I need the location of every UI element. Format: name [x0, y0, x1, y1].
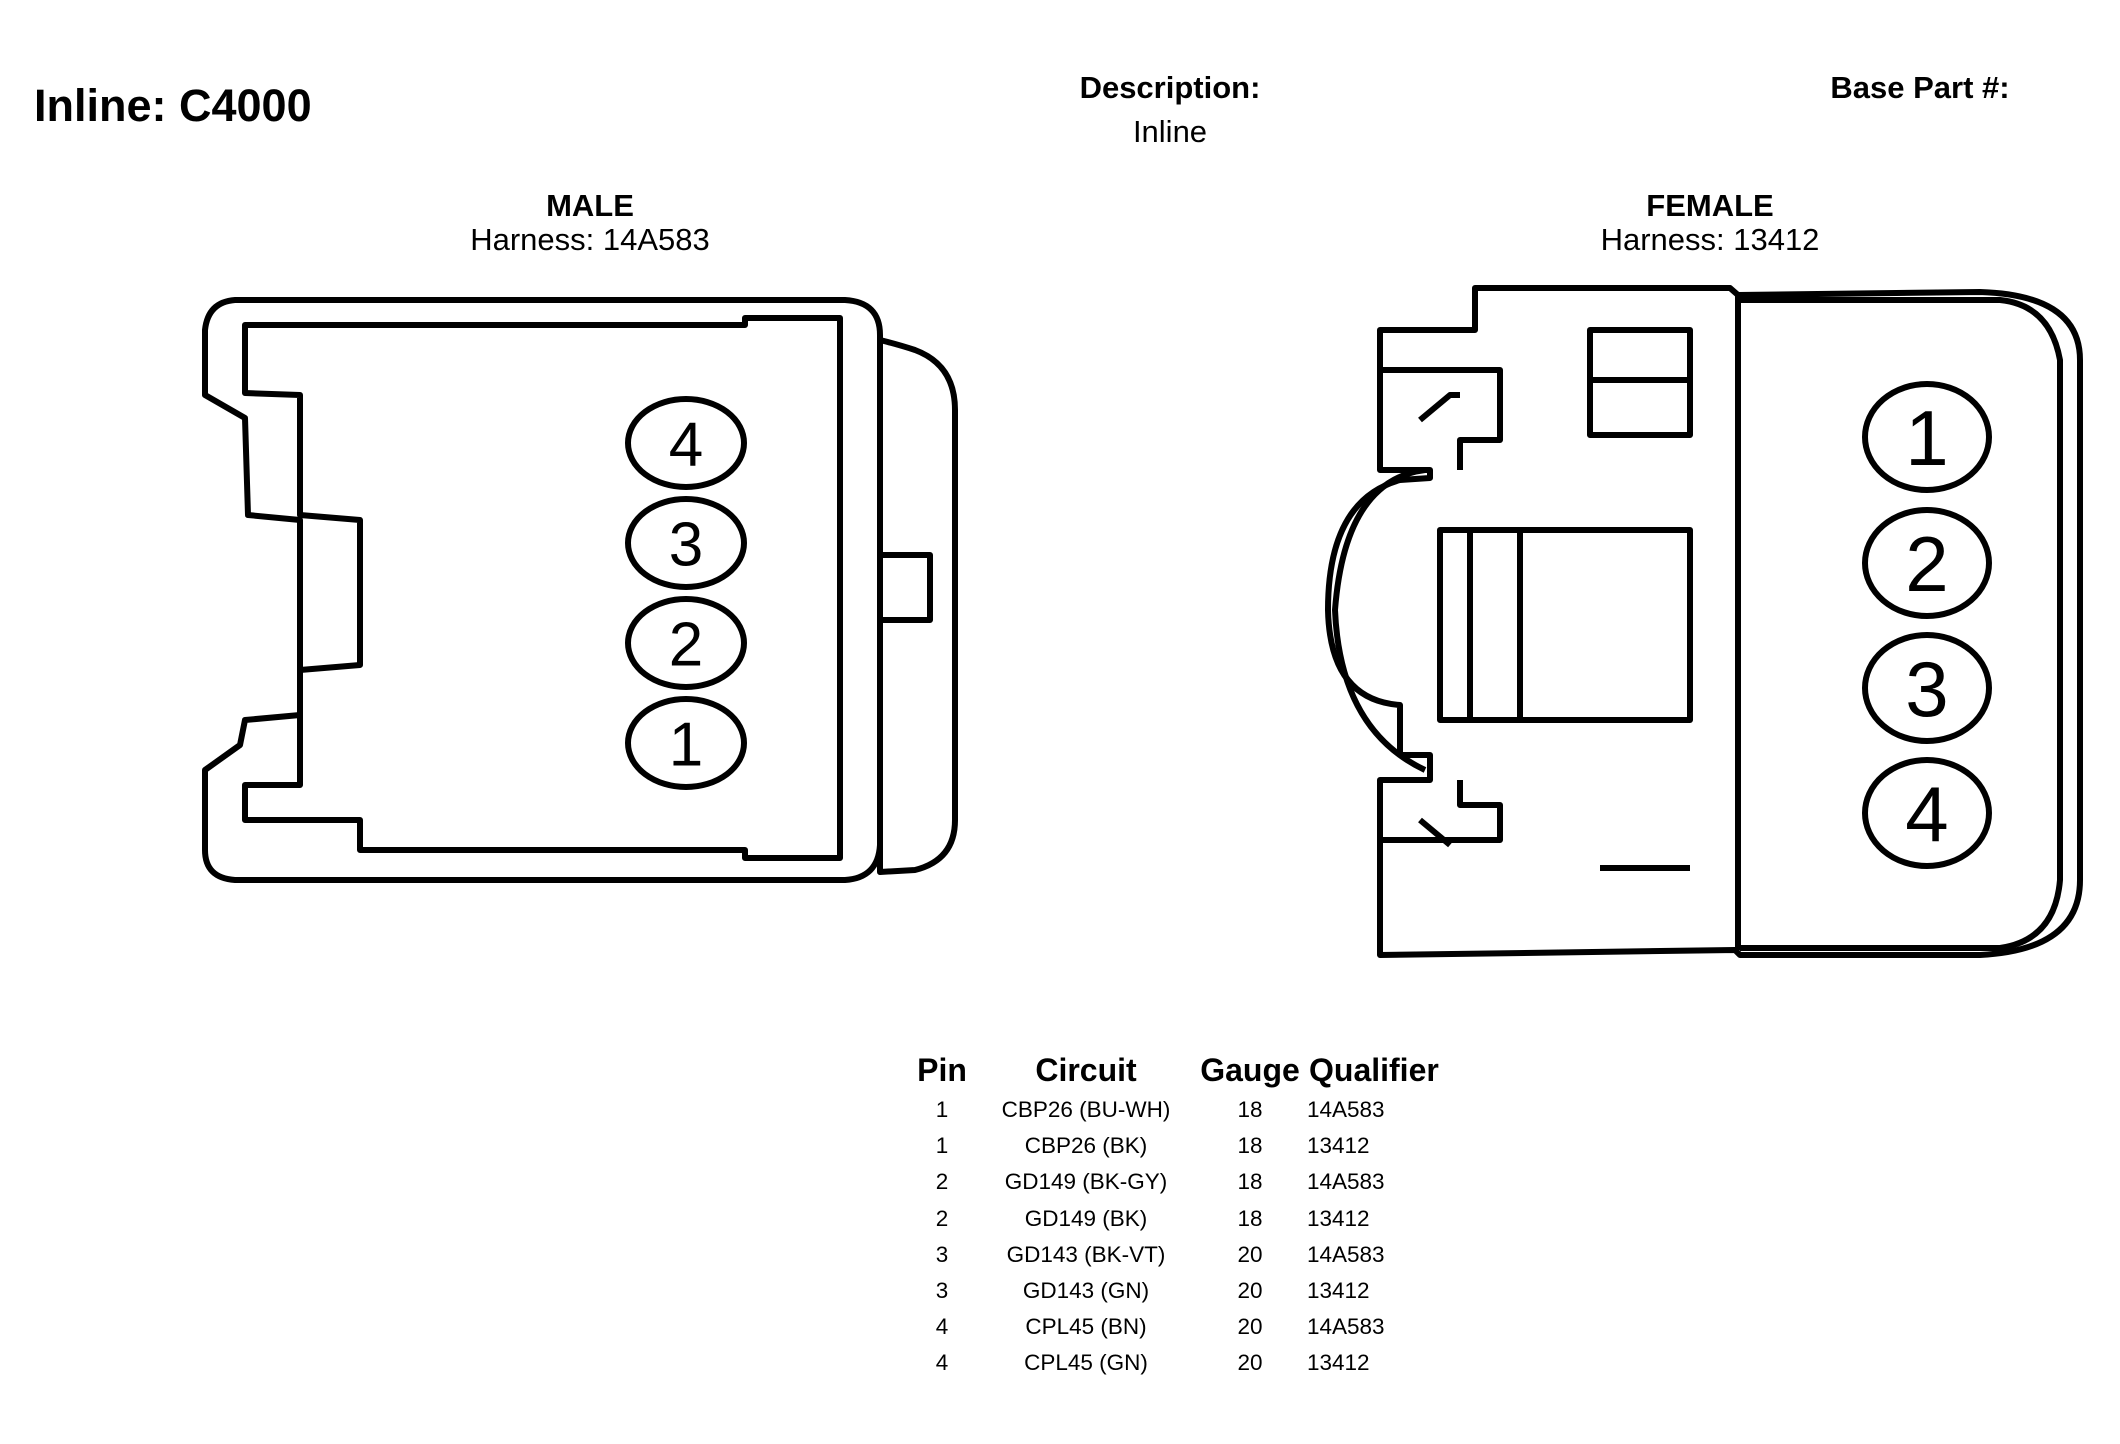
male-pin-circle: [625, 396, 747, 490]
cell-pin: 3: [935, 1278, 949, 1304]
cell-pin: 1: [935, 1097, 949, 1123]
table-row: 1 CBP26 (BK) 18 13412: [905, 1128, 1461, 1164]
female-harness: Harness: 13412: [1600, 222, 1820, 257]
cell-circuit: CPL45 (GN): [1024, 1350, 1148, 1376]
description-value: Inline: [1132, 114, 1208, 149]
description-label: Description:: [1079, 70, 1261, 105]
table-row: 1 CBP26 (BU-WH) 18 14A583: [905, 1092, 1461, 1128]
cell-gauge: 18: [1237, 1169, 1263, 1195]
male-pin-label: 4: [669, 410, 703, 479]
female-pin-label: 2: [1905, 520, 1948, 608]
male-pin-label: 3: [669, 510, 703, 579]
cell-pin: 4: [935, 1350, 949, 1376]
cell-gauge: 18: [1237, 1205, 1263, 1231]
cell-circuit: GD143 (BK-VT): [1006, 1241, 1166, 1267]
table-row: 2 GD149 (BK-GY) 18 14A583: [905, 1164, 1461, 1200]
table-row: 4 CPL45 (GN) 20 13412: [905, 1345, 1461, 1381]
cell-gauge: 18: [1237, 1097, 1263, 1123]
female-upper-clip: [1380, 367, 1503, 470]
connector-title: Inline: C4000: [34, 80, 312, 131]
cell-pin: 2: [935, 1169, 949, 1195]
cell-pin: 3: [935, 1241, 949, 1267]
male-pin-3: 3: [625, 496, 747, 590]
male-pin-2: 2: [625, 596, 747, 690]
cell-qualifier: 14A583: [1307, 1241, 1385, 1267]
female-pin-label: 1: [1905, 394, 1948, 482]
female-pin-label: 4: [1905, 770, 1948, 858]
female-pin-circle: [1862, 381, 1992, 493]
cell-circuit: GD149 (BK-GY): [1004, 1169, 1168, 1195]
cell-gauge: 20: [1237, 1314, 1263, 1340]
cell-gauge: 20: [1237, 1241, 1263, 1267]
male-pin-4: 4: [625, 396, 747, 490]
cell-circuit: CBP26 (BU-WH): [1001, 1097, 1171, 1123]
male-pin-1: 1: [625, 696, 747, 790]
cell-qualifier: 13412: [1307, 1133, 1370, 1159]
male-pin-circle: [625, 496, 747, 590]
cell-qualifier: 14A583: [1307, 1169, 1385, 1195]
cell-gauge: 20: [1237, 1350, 1263, 1376]
table-row: 3 GD143 (BK-VT) 20 14A583: [905, 1237, 1461, 1273]
female-lower-clip: [1380, 780, 1503, 848]
table-header-row: Pin Circuit Gauge Qualifier: [905, 1048, 1461, 1092]
cell-qualifier: 13412: [1307, 1350, 1370, 1376]
cell-qualifier: 13412: [1307, 1278, 1370, 1304]
male-latch: [880, 552, 933, 623]
pin-table: Pin Circuit Gauge Qualifier 1 CBP26 (BU-…: [905, 1048, 1461, 1382]
cell-pin: 1: [935, 1133, 949, 1159]
male-pin-label: 2: [669, 610, 703, 679]
cell-gauge: 20: [1237, 1278, 1263, 1304]
header-qualifier: Qualifier: [1309, 1051, 1439, 1088]
cell-gauge: 18: [1237, 1133, 1263, 1159]
male-outer-shell: [202, 297, 958, 883]
male-harness: Harness: 14A583: [470, 222, 710, 257]
table-row: 3 GD143 (GN) 20 13412: [905, 1273, 1461, 1309]
male-pin-label: 1: [669, 710, 703, 779]
male-title: MALE: [546, 188, 634, 223]
female-pin-circle: [1862, 507, 1992, 619]
cell-qualifier: 13412: [1307, 1205, 1370, 1231]
male-pin-circle: [625, 696, 747, 790]
male-inner-shell: [242, 315, 843, 861]
female-title: FEMALE: [1646, 188, 1774, 223]
table-row: 2 GD149 (BK) 18 13412: [905, 1201, 1461, 1237]
female-latch-window: [1436, 527, 1693, 723]
female-pin-4: 4: [1862, 757, 1992, 869]
female-pin-label: 3: [1905, 645, 1948, 733]
cell-circuit: CPL45 (BN): [1025, 1314, 1147, 1340]
female-pin-1: 1: [1862, 381, 1992, 493]
header-gauge: Gauge: [1200, 1051, 1300, 1088]
male-pin-circle: [625, 596, 747, 690]
female-pin-circle: [1862, 632, 1992, 744]
female-pin-circle: [1862, 757, 1992, 869]
cell-circuit: GD143 (GN): [1022, 1278, 1150, 1304]
table-row: 4 CPL45 (BN) 20 14A583: [905, 1309, 1461, 1345]
female-pin-3: 3: [1862, 632, 1992, 744]
cell-pin: 2: [935, 1205, 949, 1231]
female-pin-2: 2: [1862, 507, 1992, 619]
cell-pin: 4: [935, 1314, 949, 1340]
female-body: [1325, 285, 2083, 958]
female-latch-bump: [1332, 467, 1427, 773]
female-rear-cap: [1735, 295, 2063, 951]
cell-qualifier: 14A583: [1307, 1097, 1385, 1123]
base-part-label: Base Part #:: [1830, 70, 2010, 105]
cell-circuit: GD149 (BK): [1024, 1205, 1148, 1231]
header-pin: Pin: [917, 1051, 967, 1088]
cell-circuit: CBP26 (BK): [1024, 1133, 1148, 1159]
header-circuit: Circuit: [1035, 1051, 1137, 1088]
cell-qualifier: 14A583: [1307, 1314, 1385, 1340]
